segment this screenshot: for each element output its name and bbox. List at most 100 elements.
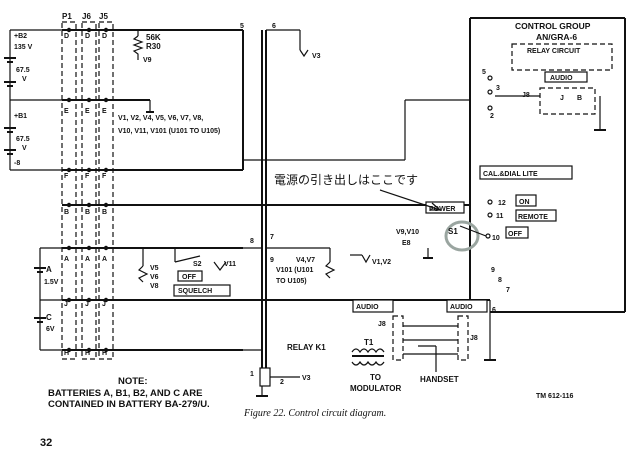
contact	[487, 89, 493, 95]
v1-v2-label: V1,V2	[372, 259, 391, 266]
node-5: 5	[240, 23, 244, 30]
v3-arrow	[299, 49, 309, 58]
b2-label: +B2	[14, 33, 27, 40]
node-7-right: 7	[506, 287, 510, 294]
contact	[487, 212, 493, 218]
footer: NOTE: BATTERIES A, B1, B2, AND C ARE CON…	[40, 376, 573, 449]
row-letter: E	[85, 108, 90, 115]
note-line2: CONTAINED IN BATTERY BA-279/U.	[48, 399, 210, 410]
row-letter: D	[85, 33, 90, 40]
node-8: 8	[250, 238, 254, 245]
pin	[66, 167, 72, 173]
v101-label: V101 (U101	[276, 267, 313, 274]
annotation-arrow	[379, 189, 441, 211]
to-u105-label: TO U105)	[276, 278, 307, 285]
cal-dial-lite-label: CAL.&DIAL LITE	[483, 171, 538, 178]
j8-left-jack	[392, 315, 404, 361]
row-letter: H	[102, 350, 107, 357]
v8-label: V8	[150, 283, 159, 290]
p1-strip	[61, 21, 77, 360]
resistor-tube: V9	[143, 57, 152, 64]
audio-left-label: AUDIO	[356, 304, 379, 311]
pin	[103, 297, 109, 303]
s2-off-label: OFF	[182, 274, 197, 281]
tube-list-line2: V10, V11, V101 (U101 TO U105)	[118, 128, 220, 135]
pin	[86, 97, 92, 103]
node-10: 10	[492, 235, 500, 242]
v9-v10-label: V9,V10	[396, 229, 419, 236]
resistor-value: 56K	[146, 33, 161, 42]
cal-dial-lite-box	[479, 165, 573, 180]
battery-c-label: C	[46, 313, 52, 322]
contact	[487, 105, 493, 111]
node-7: 7	[270, 234, 274, 241]
cg-audio-box	[544, 71, 588, 83]
handset-label: HANDSET	[420, 375, 459, 384]
j8-right-jack	[457, 315, 469, 361]
on-box	[515, 194, 537, 207]
j8-right-label: J8	[470, 335, 478, 342]
pin	[103, 97, 109, 103]
contact	[487, 199, 493, 205]
p1-label: P1	[62, 12, 72, 21]
node-2: 2	[280, 379, 284, 386]
pin	[86, 27, 92, 33]
pin	[66, 347, 72, 353]
node-3: 3	[496, 85, 500, 92]
j8-left-label: J8	[378, 321, 386, 328]
pin	[103, 202, 109, 208]
b2-voltage: 135 V	[14, 44, 33, 51]
pin	[86, 167, 92, 173]
b2-cell-unit: V	[22, 76, 27, 83]
pin	[103, 347, 109, 353]
annotation-arrowhead	[430, 202, 442, 211]
row-letter: D	[64, 33, 69, 40]
row-letter: A	[102, 256, 107, 263]
contact	[487, 75, 493, 81]
battery-a-voltage: 1.5V	[44, 279, 59, 286]
row-letter: F	[85, 173, 90, 180]
squelch-switch: V5 V6 V8 S2 V11 OFF SQUELCH	[137, 248, 236, 297]
row-letter: E	[102, 108, 107, 115]
pin	[66, 297, 72, 303]
row-letter: H	[85, 350, 90, 357]
relay-coil	[259, 367, 271, 387]
battery-ac: A 1.5V C 6V	[34, 247, 62, 351]
on-label: ON	[519, 199, 530, 206]
pin	[86, 297, 92, 303]
control-group-model: AN/GRA-6	[536, 32, 577, 42]
connector-strips: P1 J6 J5 D E F B A J H D E F B A J H D E…	[61, 12, 114, 360]
squelch-label-box	[173, 284, 231, 297]
row-letter: B	[64, 209, 69, 216]
pin	[86, 245, 92, 251]
off-label-box	[177, 270, 203, 282]
s1-highlight	[444, 220, 480, 252]
row-letter: E	[64, 108, 69, 115]
pin	[103, 245, 109, 251]
row-letter: H	[64, 350, 69, 357]
relay-k1-label: RELAY K1	[287, 343, 326, 352]
switch-blade	[174, 255, 201, 263]
off-box	[505, 226, 529, 239]
contact	[485, 233, 491, 239]
node-12: 12	[498, 200, 506, 207]
node-2-right: 2	[490, 113, 494, 120]
cg-j8-jack	[539, 87, 596, 115]
annotation: 電源の引き出しはここです	[274, 173, 442, 211]
row-letter: F	[64, 173, 69, 180]
pin	[103, 27, 109, 33]
to-label: TO	[370, 373, 381, 382]
pin	[66, 245, 72, 251]
v11-arrow	[213, 261, 227, 271]
row-letter: D	[102, 33, 107, 40]
resistor-name: R30	[146, 42, 161, 51]
power-box	[425, 201, 465, 214]
power-switch: 5 3 2 CAL.&DIAL LITE 12 11 10 ON REMOTE …	[243, 17, 626, 314]
filament	[324, 261, 336, 279]
t1-winding	[351, 348, 385, 354]
row-letter: B	[102, 209, 107, 216]
relay-circuit-label: RELAY CIRCUIT	[527, 48, 581, 55]
node-5-right: 5	[482, 69, 486, 76]
